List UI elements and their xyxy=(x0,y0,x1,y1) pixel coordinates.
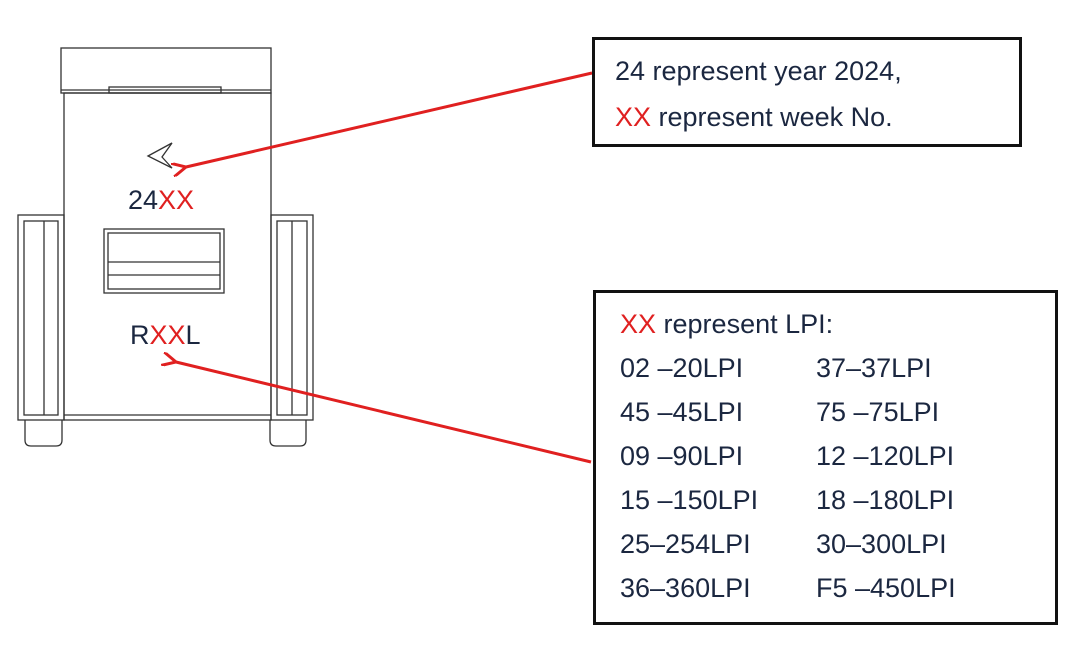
top-cap xyxy=(60,47,272,94)
lpi-code-item: F5 –450LPI xyxy=(816,573,956,603)
lpi-code-suffix: L xyxy=(185,320,201,350)
lpi-code-item: 75 –75LPI xyxy=(816,397,940,427)
date-explanation-box: 24 represent year 2024, XX represent wee… xyxy=(592,37,1022,147)
date-line-1: 24 represent year 2024, xyxy=(615,56,902,86)
lpi-code-item: 37–37LPI xyxy=(816,353,932,383)
lpi-code-item: 09 –90LPI xyxy=(620,441,744,471)
lpi-heading-highlight: XX xyxy=(620,309,657,339)
part-outline xyxy=(17,47,314,447)
lpi-arrow xyxy=(176,362,592,464)
lpi-heading: XX represent LPI: xyxy=(620,309,833,339)
right-clamp xyxy=(270,214,314,421)
lpi-code-item: 18 –180LPI xyxy=(816,485,955,515)
lpi-code-item: 12 –120LPI xyxy=(816,441,955,471)
left-foot xyxy=(24,420,63,447)
lpi-heading-text: represent LPI: xyxy=(656,309,834,339)
lpi-code-placeholder: XX xyxy=(149,320,186,350)
lpi-code-item: 36–360LPI xyxy=(620,573,751,603)
center-window xyxy=(103,228,225,294)
triangle-mark-icon xyxy=(146,142,173,169)
lpi-explanation-box: XX represent LPI: 02 –20LPI 45 –45LPI 09… xyxy=(593,290,1058,625)
lpi-code-prefix: R xyxy=(130,320,150,350)
date-line-2: XX represent week No. xyxy=(615,102,893,132)
lpi-left-column: 02 –20LPI 45 –45LPI 09 –90LPI 15 –150LPI… xyxy=(620,353,758,617)
date-code-placeholder: XX xyxy=(158,185,195,215)
date-code-mark: 24XX xyxy=(128,185,194,215)
date-code-digits: 24 xyxy=(128,185,159,215)
date-line-2-highlight: XX xyxy=(615,102,652,132)
lpi-code-item: 25–254LPI xyxy=(620,529,751,559)
lpi-code-item: 02 –20LPI xyxy=(620,353,744,383)
left-clamp xyxy=(17,214,65,421)
main-body xyxy=(63,92,272,421)
right-foot xyxy=(269,420,307,447)
lpi-code-mark: RXXL xyxy=(130,320,201,350)
lpi-right-column: 37–37LPI 75 –75LPI 12 –120LPI 18 –180LPI… xyxy=(816,353,956,617)
lpi-code-item: 15 –150LPI xyxy=(620,485,759,515)
lpi-code-item: 30–300LPI xyxy=(816,529,947,559)
date-line-2-text: represent week No. xyxy=(651,102,893,132)
lpi-code-item: 45 –45LPI xyxy=(620,397,744,427)
date-arrow xyxy=(186,71,593,167)
